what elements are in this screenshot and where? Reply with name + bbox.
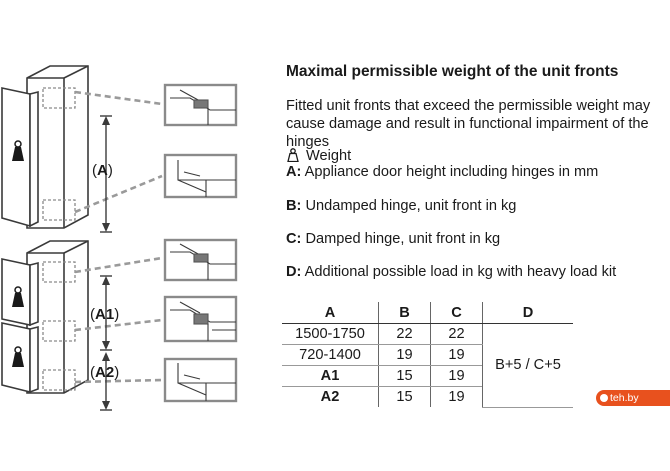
header-b: B xyxy=(378,302,431,324)
table-row: A2 15 19 xyxy=(282,386,573,407)
weight-icon xyxy=(12,286,24,307)
cell-c: 19 xyxy=(430,344,483,366)
appliance-double-door xyxy=(1,240,89,394)
legend-b: B: Undamped hinge, unit front in kg xyxy=(286,197,516,215)
header-d: D xyxy=(482,302,573,324)
cell-d: B+5 / C+5 xyxy=(482,323,573,408)
watermark-badge: teh.by xyxy=(596,390,670,406)
cell-a: A2 xyxy=(320,389,340,405)
cell-c: 19 xyxy=(430,365,483,387)
legend-weight-text: Weight xyxy=(306,148,352,164)
cell-b: 15 xyxy=(378,365,431,387)
dim-a-text: A xyxy=(97,162,108,179)
page-title: Maximal permissible weight of the unit f… xyxy=(286,63,619,80)
table-row: A1 15 19 xyxy=(282,365,573,387)
cell-b: 15 xyxy=(378,386,431,407)
dim-label-a1: (A1) xyxy=(90,306,119,323)
paren-open: ( xyxy=(90,306,95,323)
legend-c-text: Damped hinge, unit front in kg xyxy=(305,231,501,247)
legend-b-key: B: xyxy=(286,198,302,214)
paren-open: ( xyxy=(92,162,97,179)
paren-close: ) xyxy=(108,162,113,179)
header-c: C xyxy=(430,302,483,324)
legend-c: C: Damped hinge, unit front in kg xyxy=(286,230,500,248)
intro-line-1: Fitted unit fronts that exceed the permi… xyxy=(286,98,651,114)
dimension-arrows xyxy=(100,115,112,411)
cell-c: 19 xyxy=(430,386,483,407)
cell-b: 22 xyxy=(378,323,431,345)
leader-lines xyxy=(74,90,163,384)
paren-close: ) xyxy=(114,306,119,323)
intro-line-3: hinges xyxy=(286,134,330,150)
dim-label-a: (A) xyxy=(92,162,113,179)
paren-open: ( xyxy=(90,364,95,381)
legend-d: D: Additional possible load in kg with h… xyxy=(286,263,616,281)
legend-a: A: Appliance door height including hinge… xyxy=(286,163,598,181)
paren-close: ) xyxy=(114,364,119,381)
cell-b: 19 xyxy=(378,344,431,366)
dim-a1-text: A1 xyxy=(95,306,114,323)
cell-a: 720-1400 xyxy=(282,344,379,366)
legend-a-text: Appliance door height including hinges i… xyxy=(304,164,599,180)
table-header-row: A B C D xyxy=(282,302,573,324)
table-row: 1500-1750 22 22 B+5 / C+5 xyxy=(282,323,573,408)
weight-icon xyxy=(287,148,299,162)
legend-weight: Weight xyxy=(286,147,351,165)
legend-d-text: Additional possible load in kg with heav… xyxy=(304,264,617,280)
cell-a: 1500-1750 xyxy=(282,323,379,345)
intro-text: Fitted unit fronts that exceed the permi… xyxy=(286,97,650,151)
legend-c-key: C: xyxy=(286,231,302,247)
weight-table: A B C D 1500-1750 22 22 B+5 / C+5 720-14… xyxy=(282,302,573,408)
cell-c: 22 xyxy=(430,323,483,345)
legend-d-key: D: xyxy=(286,264,302,280)
hinge-detail-drawings xyxy=(170,89,236,401)
table-row: 720-1400 19 19 xyxy=(282,344,573,366)
header-a: A xyxy=(282,302,379,324)
detail-boxes xyxy=(163,83,238,403)
weight-icon xyxy=(12,346,24,367)
dim-label-a2: (A2) xyxy=(90,364,119,381)
dim-a2-text: A2 xyxy=(95,364,114,381)
watermark-text: teh.by xyxy=(610,392,639,404)
legend-b-text: Undamped hinge, unit front in kg xyxy=(305,198,517,214)
weight-icon xyxy=(12,140,24,161)
intro-line-2: cause damage and result in functional im… xyxy=(286,116,649,132)
watermark-logo-icon xyxy=(600,394,608,402)
legend-a-key: A: xyxy=(286,164,302,180)
appliance-single-door xyxy=(1,65,89,229)
cell-a: A1 xyxy=(282,365,379,387)
hinge-markers xyxy=(42,87,76,391)
